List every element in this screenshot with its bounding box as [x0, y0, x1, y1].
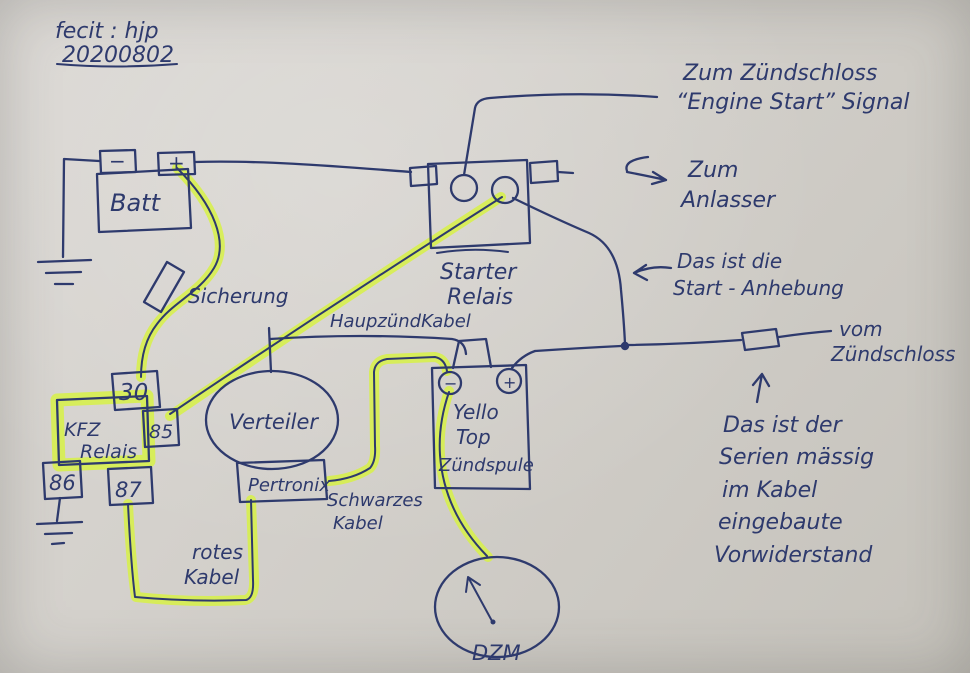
tach-wire	[438, 391, 488, 557]
battery-minus-label: −	[109, 149, 126, 173]
coil-minus-terminal	[437, 370, 463, 396]
resistor-to-ignition-switch-wire	[777, 329, 833, 339]
main-ignition-cable-label: HaupzündKabel	[330, 311, 471, 332]
to-starter-arrow	[625, 155, 668, 186]
starter-relay-right-tab	[528, 159, 560, 185]
series-resistor-note-line1: Das ist der	[723, 413, 844, 438]
to-ignition-switch-label-line2: “Engine Start” Signal	[676, 90, 910, 115]
ground-symbol-battery	[36, 258, 93, 286]
starter-relay-underline	[436, 248, 509, 254]
starter-relay-label-line2: Relais	[447, 285, 513, 310]
junction-to-resistor-wire	[627, 338, 743, 347]
coil-tower	[451, 337, 493, 370]
pin-85-box	[141, 407, 181, 449]
battery-plus-label: +	[168, 151, 185, 175]
coil-plus-run-wire	[533, 344, 623, 353]
starter-relay-left-terminal	[449, 173, 479, 203]
from-ignition-switch-label-line2: Zündschloss	[830, 342, 955, 366]
red-cable-label-line1: rotes	[192, 540, 243, 564]
ink-layer	[35, 63, 833, 659]
distributor-stem-wire	[267, 326, 273, 374]
to-starter-label-line1: Zum	[687, 158, 738, 183]
pin-30-label: 30	[119, 380, 148, 406]
pin-85-to-starter-relay-wire	[169, 196, 503, 415]
starter-relay-output-stub	[556, 170, 575, 175]
starter-relay-right-terminal	[490, 175, 520, 205]
tachometer-dial	[433, 555, 561, 659]
black-cable-label-line2: Kabel	[333, 513, 383, 534]
fuse-label: Sicherung	[188, 284, 289, 308]
pin-86-label: 86	[49, 471, 76, 495]
start-boost-arrow	[632, 263, 673, 282]
red-cable-wire	[127, 499, 255, 602]
pertronix-label: Pertronix	[248, 475, 330, 496]
pin-87-box	[106, 465, 155, 507]
starter-relay-box	[426, 158, 532, 250]
ground-symbol-relay	[35, 520, 84, 546]
date-underline	[56, 63, 178, 68]
battery-plus-to-starter-relay-wire	[193, 160, 413, 174]
date-note: 20200802	[62, 43, 174, 68]
start-boost-label-line1: Das ist die	[677, 249, 782, 273]
coil-label-line3: Zündspule	[438, 455, 534, 476]
series-resistor-note-line5: Vorwiderstand	[714, 543, 873, 568]
series-resistor-note-line4: eingebaute	[718, 510, 843, 535]
tachometer-needle-pivot	[490, 619, 496, 625]
distributor-label: Verteiler	[229, 410, 319, 434]
starter-relay-label-line1: Starter	[440, 260, 518, 285]
pin-85-label: 85	[149, 421, 173, 443]
coil-plus-label: +	[503, 373, 516, 392]
black-cable-wire	[328, 356, 448, 482]
highlight-black-cable	[324, 352, 452, 486]
tachometer-label: DZM	[472, 641, 521, 665]
start-boost-label-line2: Start - Anhebung	[673, 276, 844, 300]
series-resistor-note-line2: Serien mässig	[719, 445, 874, 470]
resistor-note-arrow	[751, 372, 771, 404]
coil-label-line1: Yello	[453, 400, 499, 424]
to-starter-label-line2: Anlasser	[679, 188, 777, 213]
pin-86-box	[41, 459, 84, 501]
to-ignition-switch-label-line1: Zum Zündschloss	[682, 61, 877, 86]
coil-plus-terminal	[495, 367, 523, 395]
wire-junction-dot	[620, 341, 630, 351]
fecit-note: fecit : hjp	[55, 19, 159, 44]
starter-relay-left-tab	[408, 164, 439, 188]
battery-minus-to-ground-wire	[61, 157, 101, 259]
text-layer: fecit : hjp 20200802 Zum Zündschloss “En…	[49, 19, 955, 665]
battery-label: Batt	[110, 189, 162, 217]
pin-87-label: 87	[115, 478, 142, 502]
start-boost-wire	[511, 196, 627, 346]
battery-plus-terminal-box	[156, 150, 197, 177]
kfz-relay-box	[55, 394, 151, 467]
from-ignition-switch-label-line1: vom	[839, 317, 883, 341]
series-resistor-box	[740, 327, 781, 352]
battery-minus-terminal-box	[98, 148, 138, 175]
pin-86-ground-wire	[55, 496, 62, 523]
main-ignition-cable-wire	[268, 334, 468, 356]
kfz-relay-label-line2: Relais	[80, 441, 137, 463]
ignition-coil-box	[430, 363, 532, 491]
tachometer-needle	[465, 576, 493, 622]
red-cable-label-line2: Kabel	[184, 565, 240, 589]
engine-start-signal-wire	[462, 93, 659, 177]
black-cable-label-line1: Schwarzes	[327, 490, 423, 511]
battery-fuse-30-wire	[140, 167, 221, 378]
coil-minus-label: −	[444, 374, 457, 393]
kfz-relay-label-line1: KFZ	[64, 419, 101, 441]
series-resistor-note-line3: im Kabel	[722, 478, 817, 503]
fuse-box	[142, 260, 186, 314]
pertronix-box	[235, 458, 329, 504]
coil-label-line2: Top	[456, 425, 491, 449]
